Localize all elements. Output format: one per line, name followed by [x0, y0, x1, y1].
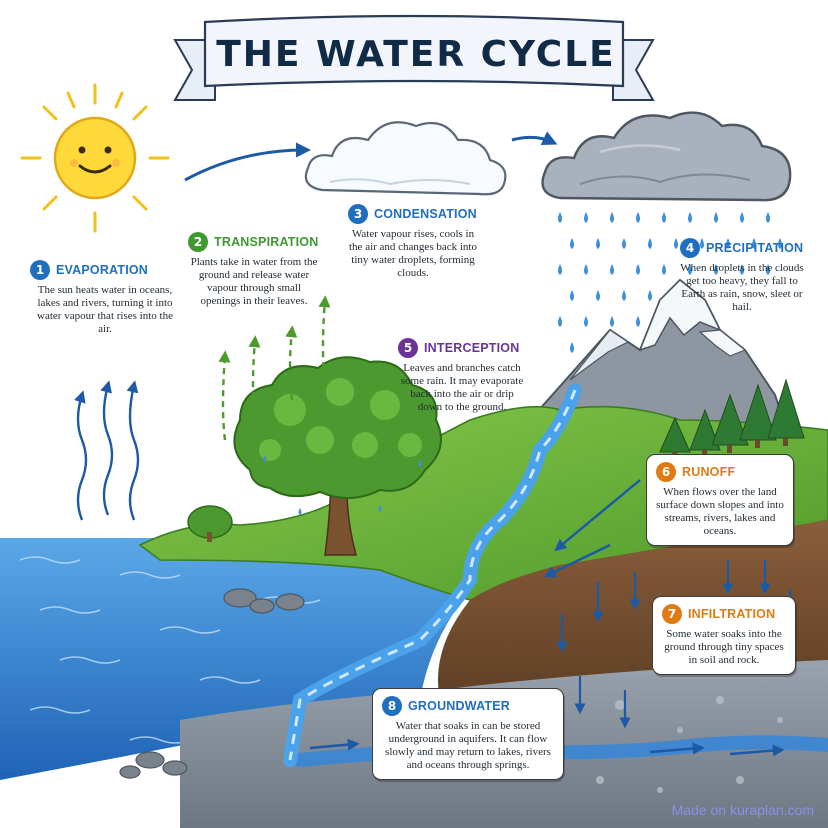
stage-groundwater: 8 GROUNDWATER Water that soaks in can be … [372, 688, 564, 780]
stage-infiltration: 7 INFILTRATION Some water soaks into the … [652, 596, 796, 675]
rain-drop [726, 238, 730, 249]
stage-description: Water vapour rises, cools in the air and… [349, 228, 477, 279]
stage-title: RUNOFF [682, 465, 736, 479]
stage-description: Some water soaks into the ground through… [664, 628, 784, 666]
ocean-water [0, 538, 470, 780]
rain-drop [636, 264, 640, 275]
rain-drop [688, 264, 692, 275]
stage-badge: 2 [188, 232, 208, 252]
stage-badge: 8 [382, 696, 402, 716]
river-highlight [288, 389, 577, 761]
rain-drop [570, 238, 574, 249]
stage-title: INFILTRATION [688, 607, 776, 621]
white-cloud-icon [304, 121, 507, 196]
rain-drop [558, 264, 562, 275]
stage-title: PRECIPITATION [706, 241, 804, 255]
rain-drop [648, 238, 652, 249]
evaporation-arrows [74, 380, 140, 521]
rain-drop [766, 264, 770, 275]
runoff-arrows [543, 479, 641, 578]
stage-description: Leaves and branches catch some rain. It … [400, 362, 524, 413]
rain-drop [570, 342, 574, 353]
stage-title: EVAPORATION [56, 263, 149, 277]
stage-condensation: 3 CONDENSATION Water vapour rises, cools … [348, 204, 478, 280]
rain-drop [584, 212, 588, 223]
rain-drop [610, 264, 614, 275]
rain-drop [558, 316, 562, 327]
cloud-drift-arrow [511, 131, 558, 145]
rain-drop [622, 290, 626, 301]
stage-badge: 1 [30, 260, 50, 280]
footer-credit: Made on kuraplan.com [671, 802, 814, 818]
rain-drop [714, 264, 718, 275]
condensation-arrow [184, 142, 311, 182]
rain-drop [714, 212, 718, 223]
rain-drop [584, 264, 588, 275]
rain-cloud-icon [541, 111, 792, 202]
rain-drop [596, 290, 600, 301]
stage-title: CONDENSATION [374, 207, 477, 221]
stage-evaporation: 1 EVAPORATION The sun heats water in ocea… [30, 260, 180, 336]
stage-description: When flows over the land surface down sl… [656, 486, 784, 537]
tree-icon [187, 356, 443, 556]
rain-drop [752, 238, 756, 249]
rain-drop [622, 238, 626, 249]
rain-drop [674, 238, 678, 249]
stage-description: Plants take in water from the ground and… [190, 256, 318, 307]
rain-drop [766, 212, 770, 223]
rain-drop [584, 316, 588, 327]
rain-drop [740, 264, 744, 275]
rain-drop [636, 212, 640, 223]
interception-drips [263, 455, 422, 515]
rain-drop [636, 316, 640, 327]
stage-title: TRANSPIRATION [214, 235, 319, 249]
groundwater-arrows [309, 738, 785, 757]
rain-drop [558, 212, 562, 223]
rain-drop [570, 290, 574, 301]
stage-transpiration: 2 TRANSPIRATION Plants take in water from… [188, 232, 320, 308]
rain-drop [740, 212, 744, 223]
sun-icon [20, 83, 170, 233]
stage-badge: 3 [348, 204, 368, 224]
page-title: THE WATER CYCLE [216, 33, 616, 75]
stage-badge: 6 [656, 462, 676, 482]
stage-title: INTERCEPTION [424, 341, 520, 355]
stage-runoff: 6 RUNOFF When flows over the land surface… [646, 454, 794, 546]
rain-drop [662, 264, 666, 275]
rain-drop [610, 212, 614, 223]
stage-description: Water that soaks in can be stored underg… [385, 720, 551, 771]
rain-drop [700, 238, 704, 249]
stage-description: The sun heats water in oceans, lakes and… [37, 284, 173, 335]
shore-rocks [119, 588, 305, 779]
stage-description: When droplets in the clouds get too heav… [680, 262, 804, 313]
stage-interception: 5 INTERCEPTION Leaves and branches catch … [398, 338, 526, 414]
rain-drop [662, 212, 666, 223]
rain-drop [648, 290, 652, 301]
rain-drop [610, 316, 614, 327]
stage-badge: 5 [398, 338, 418, 358]
stage-badge: 4 [680, 238, 700, 258]
stage-precipitation: 4 PRECIPITATION When droplets in the clou… [680, 238, 804, 314]
rain-drop [778, 238, 782, 249]
stage-badge: 7 [662, 604, 682, 624]
stage-title: GROUNDWATER [408, 699, 510, 713]
rain-drop [596, 238, 600, 249]
transpiration-arrows [218, 295, 331, 441]
rain-drop [688, 212, 692, 223]
title-ribbon [173, 14, 655, 101]
